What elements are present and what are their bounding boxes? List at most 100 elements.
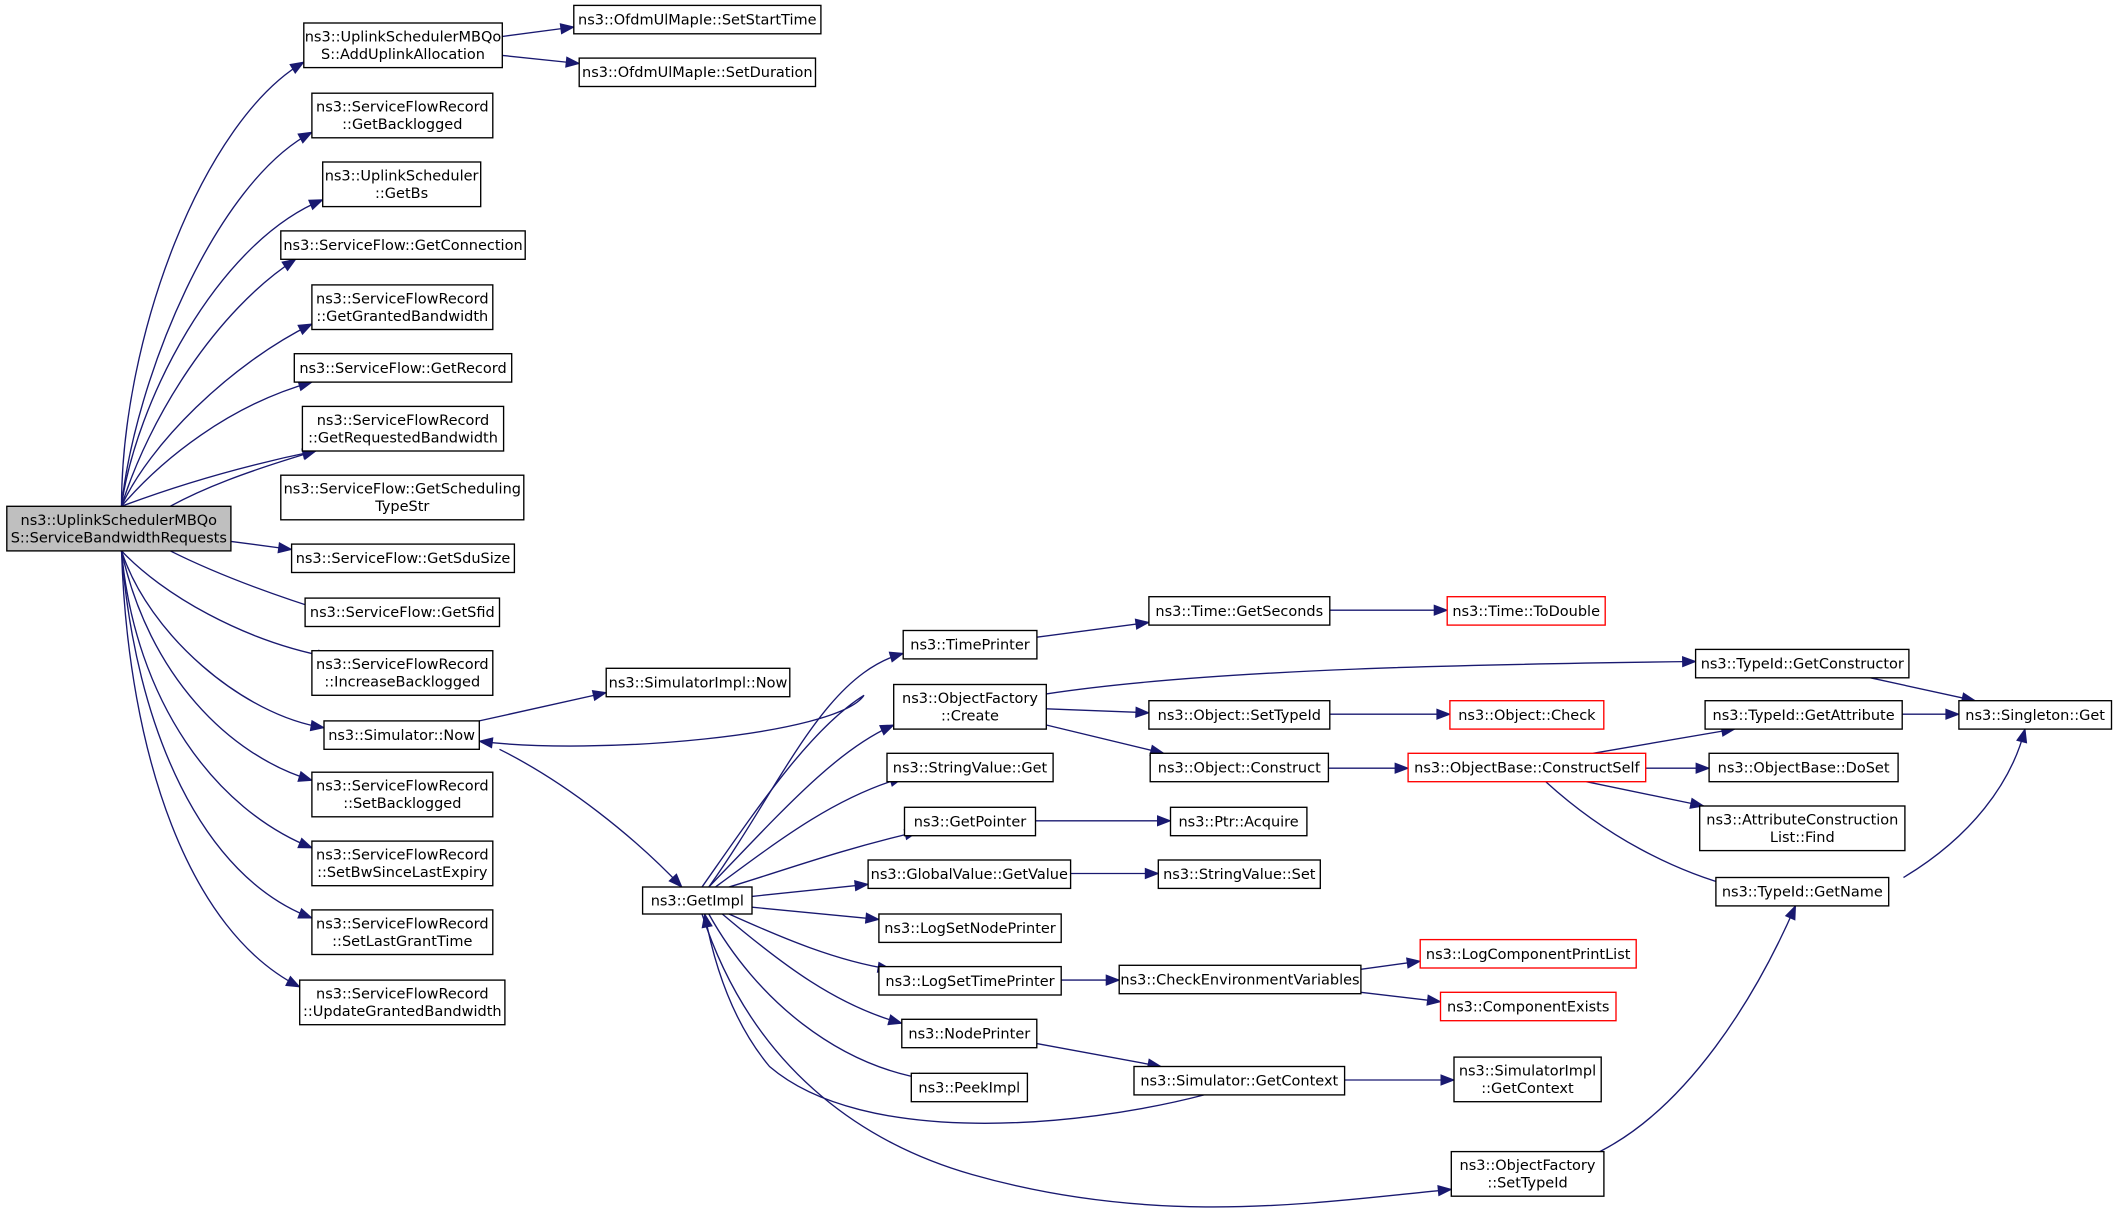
edge-line <box>708 652 904 888</box>
node-typeIdGetAttribute[interactable]: ns3::TypeId::GetAttribute <box>1704 700 1903 730</box>
node-setStartTime[interactable]: ns3::OfdmUlMapIe::SetStartTime <box>573 4 822 35</box>
node-getGrantedBw[interactable]: ns3::ServiceFlowRecord::GetGrantedBandwi… <box>311 284 494 331</box>
node-globalValueGetValue[interactable]: ns3::GlobalValue::GetValue <box>867 859 1072 890</box>
node-getRecord[interactable]: ns3::ServiceFlow::GetRecord <box>293 353 513 383</box>
edge-timeGetSeconds-to-timeToDouble <box>1329 604 1449 616</box>
edge-arrowhead <box>1394 762 1410 774</box>
node-box <box>280 230 526 260</box>
node-label-line: ::IncreaseBacklogged <box>324 675 480 691</box>
node-box <box>886 752 1054 783</box>
node-getImpl[interactable]: ns3::GetImpl <box>641 886 753 915</box>
edge-arrowhead <box>1406 957 1422 969</box>
node-simImplNow[interactable]: ns3::SimulatorImpl::Now <box>605 667 791 698</box>
node-getConnection[interactable]: ns3::ServiceFlow::GetConnection <box>280 230 526 260</box>
edge-arrowhead <box>309 719 326 732</box>
node-nodePrinter[interactable]: ns3::NodePrinter <box>901 1018 1038 1049</box>
node-label-line: ns3::TimePrinter <box>910 638 1030 654</box>
edge-line <box>708 913 932 1081</box>
edge-arrowhead <box>297 770 314 782</box>
node-label-line: ns3::Time::ToDouble <box>1452 604 1600 620</box>
node-label-line: ::GetBacklogged <box>342 117 462 133</box>
node-getBacklogged[interactable]: ns3::ServiceFlowRecord::GetBacklogged <box>311 92 494 139</box>
node-box <box>311 284 494 331</box>
node-timePrinter[interactable]: ns3::TimePrinter <box>902 629 1038 660</box>
edge-arrowhead <box>297 907 314 919</box>
node-componentExists[interactable]: ns3::ComponentExists <box>1439 991 1617 1022</box>
edge-line <box>1046 708 1149 714</box>
node-objFactoryCreate[interactable]: ns3::ObjectFactory::Create <box>893 683 1047 730</box>
edge-line <box>708 724 894 888</box>
node-box <box>304 597 501 628</box>
node-updateGrantedBw[interactable]: ns3::ServiceFlowRecord::UpdateGrantedBan… <box>299 979 506 1026</box>
node-label-line: S::ServiceBandwidthRequests <box>11 530 227 546</box>
node-label-line: ::GetContext <box>1481 1081 1574 1097</box>
node-objectConstruct[interactable]: ns3::Object::Construct <box>1149 752 1330 783</box>
node-logSetTimePrinter[interactable]: ns3::LogSetTimePrinter <box>878 965 1062 996</box>
edge-simGetContext-to-simImplGetContext <box>1344 1074 1456 1086</box>
node-stringValueGet[interactable]: ns3::StringValue::Get <box>886 752 1054 783</box>
node-label-line: ns3::LogComponentPrintList <box>1426 947 1631 963</box>
node-box <box>311 92 494 139</box>
node-typeIdGetConstructor[interactable]: ns3::TypeId::GetConstructor <box>1694 648 1910 679</box>
node-timeGetSeconds[interactable]: ns3::Time::GetSeconds <box>1148 596 1331 626</box>
edge-constructSelf-to-attrConstrListFind <box>1586 781 1706 809</box>
node-setDuration[interactable]: ns3::OfdmUlMapIe::SetDuration <box>578 57 817 88</box>
node-label-line: ::Create <box>941 709 999 725</box>
node-getBs[interactable]: ns3::UplinkScheduler::GetBs <box>322 161 482 208</box>
node-peekImpl[interactable]: ns3::PeekImpl <box>910 1072 1029 1103</box>
node-singletonGet[interactable]: ns3::Singleton::Get <box>1958 700 2113 730</box>
node-label-line: ns3::StringValue::Set <box>1163 867 1316 883</box>
edge-getImpl-to-simNow <box>477 694 865 888</box>
edge-timePrinter-to-timeGetSeconds <box>1036 618 1151 638</box>
node-checkEnvVars[interactable]: ns3::CheckEnvironmentVariables <box>1118 964 1362 995</box>
node-logSetNodePrinter[interactable]: ns3::LogSetNodePrinter <box>878 913 1062 944</box>
node-root[interactable]: ns3::UplinkSchedulerMBQoS::ServiceBandwi… <box>6 505 232 552</box>
edge-line <box>499 748 683 888</box>
node-objectBaseDoSet[interactable]: ns3::ObjectBase::DoSet <box>1708 752 1899 783</box>
edge-addUplinkAlloc-to-setDuration <box>502 54 581 68</box>
node-box <box>641 886 753 915</box>
node-label-line: ns3::ServiceFlowRecord <box>316 987 489 1003</box>
node-getSduSize[interactable]: ns3::ServiceFlow::GetSduSize <box>290 543 516 574</box>
node-stringValueSet[interactable]: ns3::StringValue::Set <box>1157 859 1321 890</box>
edge-arrowhead <box>1135 706 1151 718</box>
edge-line <box>120 550 301 988</box>
node-setBacklogged[interactable]: ns3::ServiceFlowRecord::SetBacklogged <box>311 771 494 818</box>
node-setBwSinceLastExpiry[interactable]: ns3::ServiceFlowRecord::SetBwSinceLastEx… <box>311 840 494 887</box>
node-label-line: ns3::ObjectBase::ConstructSelf <box>1414 761 1640 777</box>
node-setLastGrantTime[interactable]: ns3::ServiceFlowRecord::SetLastGrantTime <box>311 909 494 956</box>
node-logComponentPrintList[interactable]: ns3::LogComponentPrintList <box>1419 938 1637 969</box>
edge-arrowhead <box>297 131 314 144</box>
node-ptrAcquire[interactable]: ns3::Ptr::Acquire <box>1169 806 1308 837</box>
node-increaseBacklogged[interactable]: ns3::ServiceFlowRecord::IncreaseBacklogg… <box>311 650 494 696</box>
edge-line <box>715 776 904 888</box>
node-simGetContext[interactable]: ns3::Simulator::GetContext <box>1133 1065 1346 1096</box>
node-getPointer[interactable]: ns3::GetPointer <box>903 806 1037 837</box>
node-objectCheck[interactable]: ns3::Object::Check <box>1449 700 1605 730</box>
node-addUplinkAlloc[interactable]: ns3::UplinkSchedulerMBQoS::AddUplinkAllo… <box>303 22 503 69</box>
node-objFactorySetTypeId[interactable]: ns3::ObjectFactory::SetTypeId <box>1450 1150 1605 1197</box>
node-label-line: ::GetRequestedBandwidth <box>308 430 498 446</box>
node-label-line: ns3::ObjectFactory <box>902 691 1038 707</box>
edge-line <box>120 550 313 849</box>
node-label-line: ns3::PeekImpl <box>918 1080 1020 1096</box>
node-label-line: ns3::CheckEnvironmentVariables <box>1120 972 1359 988</box>
node-label-line: ns3::ServiceFlowRecord <box>316 848 489 864</box>
node-timeToDouble[interactable]: ns3::Time::ToDouble <box>1446 596 1606 626</box>
node-getSfid[interactable]: ns3::ServiceFlow::GetSfid <box>304 597 501 628</box>
node-objectSetTypeId[interactable]: ns3::Object::SetTypeId <box>1148 700 1331 730</box>
edge-arrowhead <box>1784 904 1797 921</box>
edge-line <box>1046 724 1164 754</box>
node-simNow[interactable]: ns3::Simulator::Now <box>323 720 480 750</box>
node-label-line: ns3::Time::GetSeconds <box>1155 604 1323 620</box>
node-label-line: ns3::ServiceFlowRecord <box>316 291 489 307</box>
node-constructSelf[interactable]: ns3::ObjectBase::ConstructSelf <box>1407 752 1647 783</box>
node-label-line: ns3::ServiceFlowRecord <box>317 413 490 429</box>
node-typeIdGetName[interactable]: ns3::TypeId::GetName <box>1715 876 1890 907</box>
node-getRequestedBw[interactable]: ns3::ServiceFlowRecord::GetRequestedBand… <box>301 405 505 452</box>
node-box <box>1453 1056 1602 1103</box>
node-simImplGetContext[interactable]: ns3::SimulatorImpl::GetContext <box>1453 1056 1602 1103</box>
